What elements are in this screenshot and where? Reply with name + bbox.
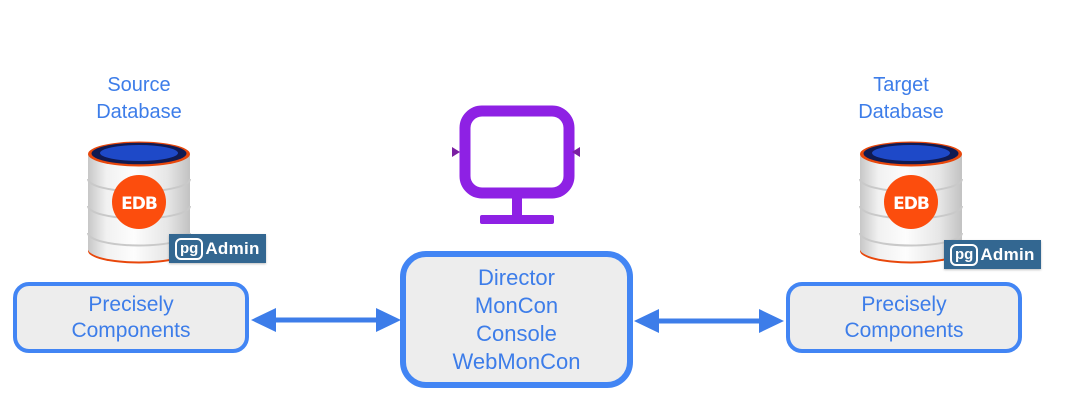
- monitor-icon: [452, 105, 580, 224]
- source-components-line1: Precisely: [88, 292, 174, 316]
- target-database-icon: EDB: [859, 141, 963, 264]
- pgadmin-pg-mark: pg: [950, 243, 979, 266]
- bidirectional-arrow-right: [634, 309, 784, 333]
- console-line-webmoncon: WebMonCon: [452, 348, 581, 374]
- target-database-label-line2: Database: [858, 101, 944, 123]
- pgadmin-admin-text: Admin: [205, 238, 260, 258]
- source-pgadmin-logo: pg Admin: [169, 234, 266, 263]
- edb-logo-icon: EDB: [884, 175, 938, 229]
- pgadmin-admin-text: Admin: [980, 244, 1035, 264]
- edb-logo-text: EDB: [121, 194, 157, 214]
- console-line-moncon: MonCon: [474, 292, 559, 318]
- target-components-line2: Components: [844, 318, 964, 342]
- source-components-line2: Components: [71, 318, 191, 342]
- console-line-console: Console: [476, 320, 557, 346]
- pgadmin-pg-mark: pg: [175, 237, 204, 260]
- target-database-label-line1: Target: [873, 74, 929, 96]
- target-components-box: Precisely Components: [786, 282, 1022, 353]
- target-database-label: Target Database: [811, 72, 991, 126]
- monitor-right-tick-icon: [572, 147, 580, 157]
- bidirectional-arrow-left: [251, 308, 401, 332]
- source-components-box: Precisely Components: [13, 282, 249, 353]
- source-database-icon: EDB: [87, 141, 191, 264]
- edb-logo-icon: EDB: [112, 175, 166, 229]
- target-components-line1: Precisely: [861, 292, 947, 316]
- source-database-label-line2: Database: [96, 101, 182, 123]
- edb-logo-text: EDB: [893, 194, 929, 214]
- console-box: Director MonCon Console WebMonCon: [400, 251, 633, 388]
- source-database-label: Source Database: [49, 72, 229, 126]
- monitor-left-tick-icon: [452, 147, 460, 157]
- console-line-director: Director: [477, 264, 555, 290]
- source-database-label-line1: Source: [107, 74, 171, 96]
- target-pgadmin-logo: pg Admin: [944, 240, 1041, 269]
